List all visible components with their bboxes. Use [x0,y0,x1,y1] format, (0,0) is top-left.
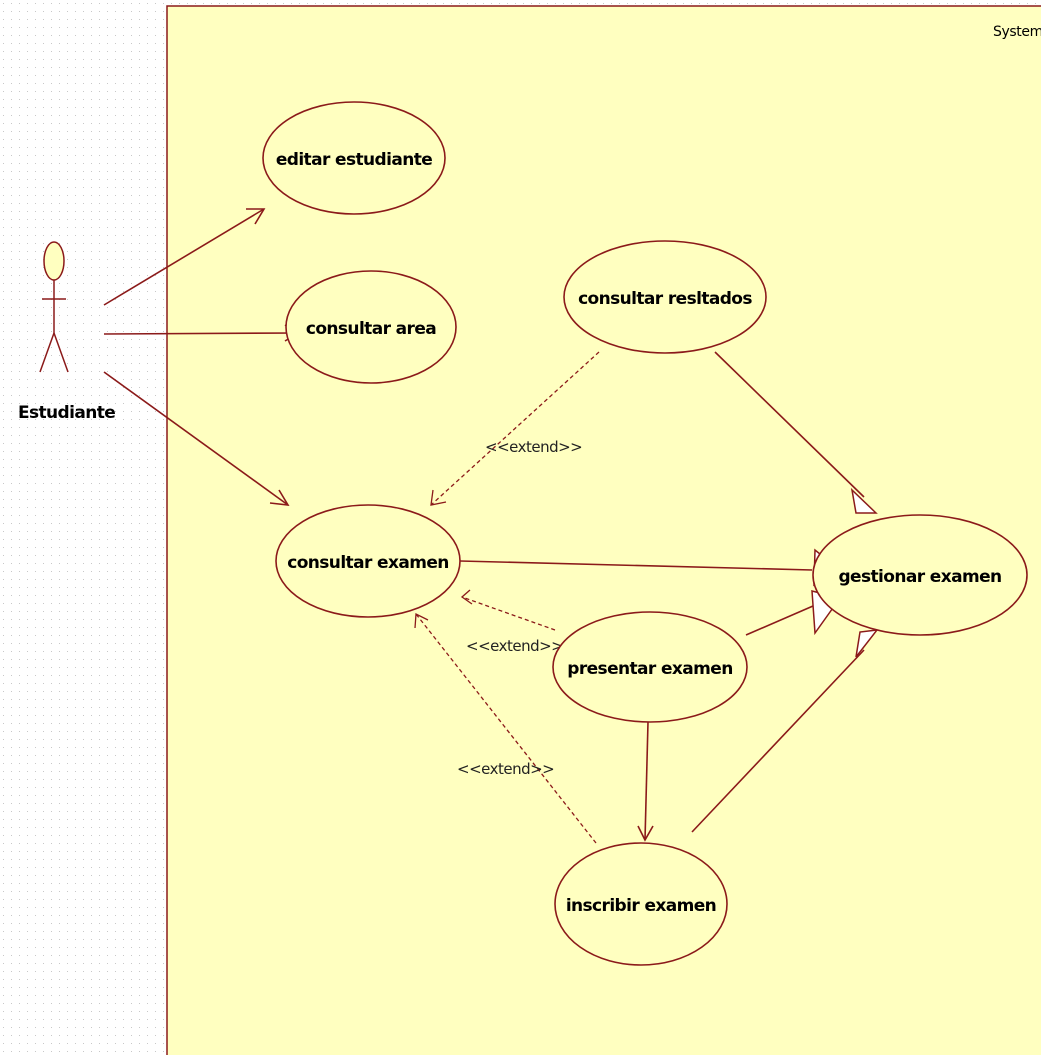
stick-figure-icon [39,241,69,373]
arrowhead-editar-estudiante [246,208,266,225]
generalization-line-presentar[interactable] [745,605,814,636]
system-label: System [993,24,1041,40]
use-case-presentar-examen[interactable]: presentar examen [552,611,748,723]
include-line-presentar-inscribir[interactable] [644,721,649,841]
extend-line-resltados[interactable] [430,351,600,506]
extend-arrowhead-inscribir [414,612,429,629]
arrowhead-consultar-examen [269,489,290,506]
use-case-label: consultar area [306,319,436,339]
use-case-label: consultar examen [287,553,449,573]
association-consultar-area[interactable] [103,332,299,335]
extend-arrowhead-resltados [430,489,447,506]
use-case-consultar-resltados[interactable]: consultar resltados [563,240,767,354]
extend-label-3: <<extend>> [457,760,554,778]
use-case-editar-estudiante[interactable]: editar estudiante [262,101,446,215]
actor-estudiante[interactable]: Estudiante [18,241,116,423]
include-arrowhead-inscribir [637,825,654,842]
generalization-triangle-inscribir [855,629,879,658]
extend-label-1: <<extend>> [485,438,582,456]
use-case-label: presentar examen [567,659,732,679]
actor-label: Estudiante [18,403,115,423]
use-case-label: editar estudiante [276,150,432,170]
extend-arrowhead-presentar [460,589,473,605]
generalization-triangle-resltados [850,487,878,514]
use-case-label: gestionar examen [838,567,1001,587]
use-case-inscribir-examen[interactable]: inscribir examen [554,842,728,966]
use-case-label: consultar resltados [578,289,752,309]
extend-label-2: <<extend>> [466,637,563,655]
association-editar-estudiante[interactable] [103,208,265,306]
generalization-line-consultar-examen[interactable] [459,560,813,571]
use-case-label: inscribir examen [566,896,716,916]
use-case-gestionar-examen[interactable]: gestionar examen [812,514,1028,636]
extend-line-presentar[interactable] [461,596,556,631]
generalization-line-resltados[interactable] [714,351,865,498]
generalization-line-inscribir[interactable] [691,649,865,833]
use-case-consultar-area[interactable]: consultar area [285,270,457,384]
use-case-consultar-examen[interactable]: consultar examen [275,504,461,618]
association-consultar-examen[interactable] [103,371,289,506]
